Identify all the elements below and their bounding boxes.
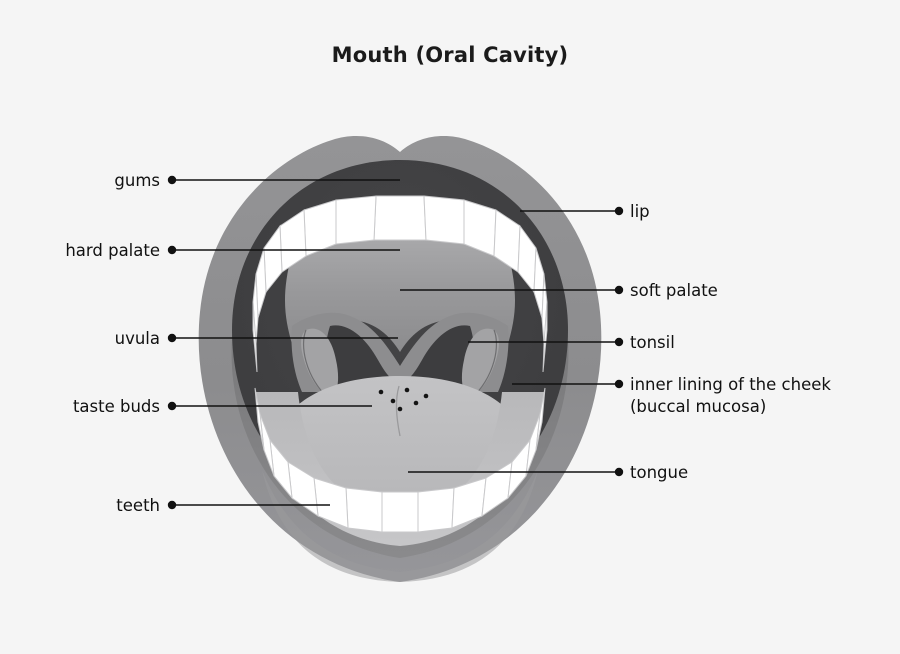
mouth-graphic-group	[198, 136, 602, 582]
taste-bud-dot	[413, 400, 419, 406]
label-tongue[interactable]: tongue	[408, 463, 688, 482]
label-gums-dot	[167, 175, 177, 185]
taste-bud-dot	[423, 393, 429, 399]
tonsil-left	[301, 328, 339, 398]
label-lip-text: lip	[630, 202, 650, 221]
label-tongue-dot	[614, 467, 624, 477]
tooth	[335, 195, 377, 245]
label-inner-lining-subtext: (buccal mucosa)	[630, 397, 766, 416]
label-hard-palate[interactable]: hard palate	[65, 241, 400, 260]
label-soft-palate-dot	[614, 285, 624, 295]
teeth-lower	[254, 387, 546, 533]
taste-bud-dot	[378, 389, 384, 395]
tongue	[275, 376, 525, 516]
taste-buds	[378, 387, 429, 412]
labels-right-group: lip soft palate tonsil inner lining of t…	[400, 202, 831, 482]
tooth	[381, 491, 419, 533]
label-tonsil[interactable]: tonsil	[468, 333, 675, 352]
page-title: Mouth (Oral Cavity)	[332, 43, 569, 67]
tongue-midline	[395, 385, 401, 437]
taste-bud-dot	[397, 406, 403, 412]
lower-lip-shading	[262, 470, 538, 582]
label-taste-buds-text: taste buds	[73, 397, 160, 416]
label-tongue-text: tongue	[630, 463, 688, 482]
tonsil-right	[461, 328, 499, 398]
label-uvula-dot	[167, 333, 177, 343]
label-taste-buds[interactable]: taste buds	[73, 397, 372, 416]
uvula	[325, 325, 475, 392]
tooth	[542, 301, 548, 373]
tooth	[423, 195, 465, 245]
tooth	[535, 387, 546, 451]
label-teeth-text: teeth	[116, 496, 160, 515]
label-inner-lining[interactable]: inner lining of the cheek (buccal mucosa…	[512, 375, 831, 416]
label-gums-text: gums	[114, 171, 160, 190]
taste-bud-dot	[390, 398, 396, 404]
label-uvula[interactable]: uvula	[115, 329, 398, 348]
label-lip-dot	[614, 206, 624, 216]
tooth	[345, 487, 383, 533]
label-hard-palate-dot	[167, 245, 177, 255]
label-teeth[interactable]: teeth	[116, 496, 330, 515]
label-tonsil-dot	[614, 337, 624, 347]
tooth	[252, 301, 258, 373]
label-taste-buds-dot	[167, 401, 177, 411]
labels-left-group: gums hard palate uvula taste buds te	[65, 171, 400, 515]
label-teeth-dot	[167, 500, 177, 510]
label-hard-palate-text: hard palate	[65, 241, 160, 260]
label-inner-lining-dot	[614, 379, 624, 389]
label-uvula-text: uvula	[115, 329, 160, 348]
teeth-upper	[252, 195, 548, 373]
label-soft-palate[interactable]: soft palate	[400, 281, 718, 300]
label-tonsil-text: tonsil	[630, 333, 675, 352]
label-inner-lining-text: inner lining of the cheek	[630, 375, 831, 394]
label-lip[interactable]: lip	[520, 202, 650, 221]
label-gums[interactable]: gums	[114, 171, 400, 190]
taste-bud-dot	[404, 387, 410, 393]
tooth	[373, 195, 427, 241]
label-soft-palate-text: soft palate	[630, 281, 718, 300]
tooth	[417, 487, 455, 533]
